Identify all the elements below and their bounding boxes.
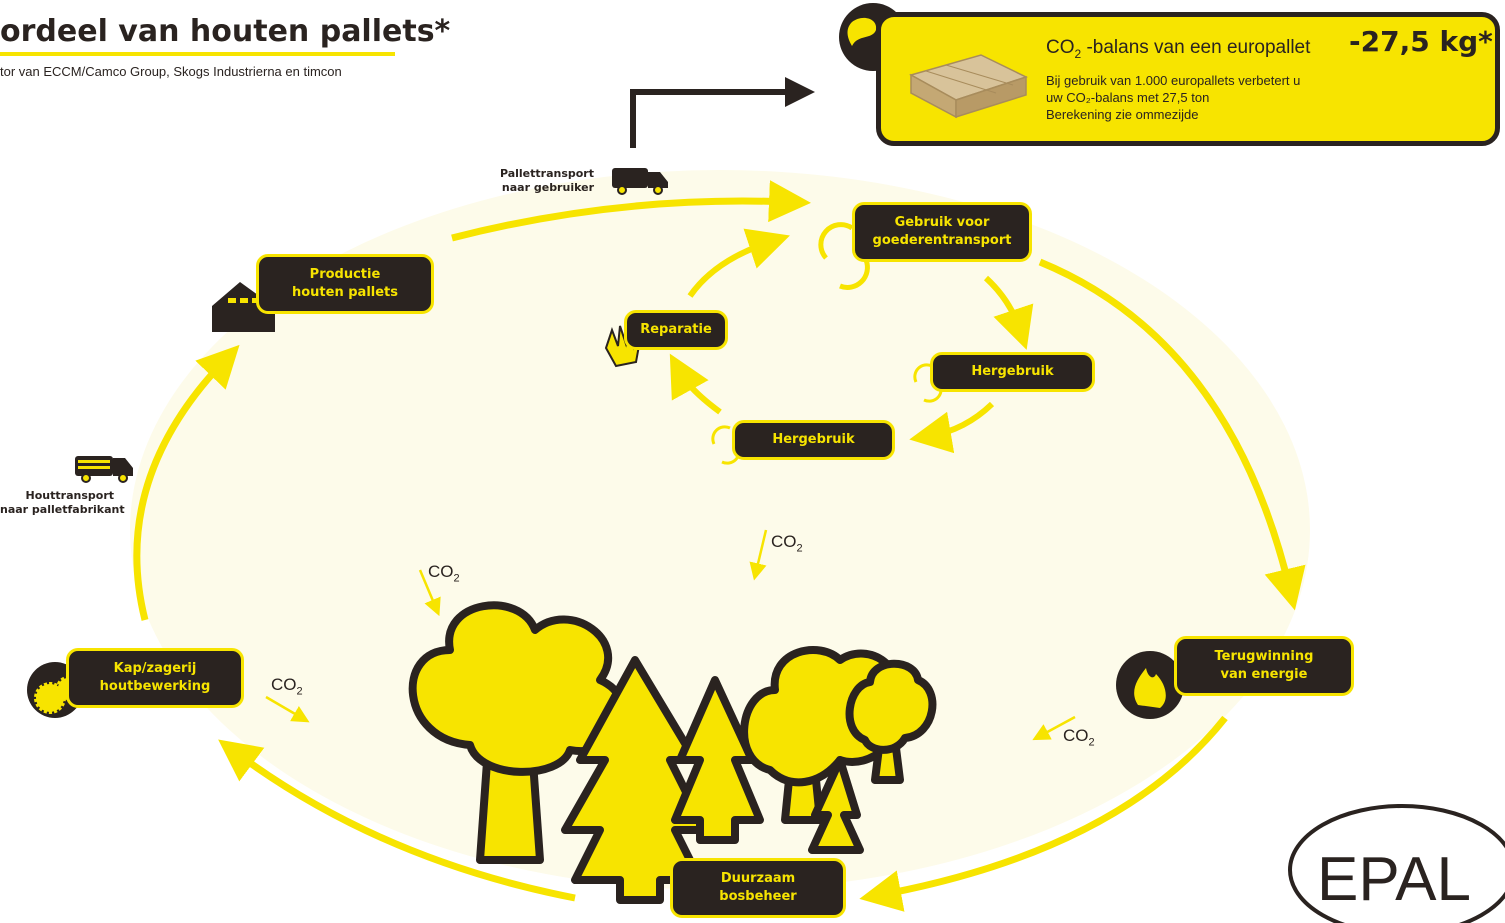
co2-text-2: CO: [771, 532, 797, 551]
label-houttransport-line2: naar palletfabrikant: [0, 503, 125, 516]
arrow-to-use: [451, 180, 811, 242]
co2-arrow-2: [749, 529, 768, 581]
arrow-repair-to-use: [687, 228, 790, 298]
node-terugwinning-line2: van energie: [1220, 667, 1308, 682]
co2-label-3: CO2: [271, 675, 303, 697]
node-kap-line2: houtbewerking: [99, 679, 211, 694]
arrow-to-repair: [669, 353, 722, 415]
node-productie-line1: Productie: [309, 267, 381, 282]
epal-logo: EPAL: [1288, 804, 1505, 923]
node-kap-line1: Kap/zagerij: [113, 661, 197, 676]
label-houttransport: Houttransport naar palletfabrikant: [0, 489, 125, 517]
node-hergebruik-2-line1: Hergebruik: [772, 432, 855, 447]
co2-text-3: CO: [271, 675, 297, 694]
node-terugwinning-line1: Terugwinning: [1214, 649, 1314, 664]
co2-text-1: CO: [428, 562, 454, 581]
node-hergebruik-1-line1: Hergebruik: [971, 364, 1054, 379]
node-bosbeheer-line1: Duurzaam: [720, 871, 796, 886]
co2-label: CO: [1046, 37, 1075, 58]
recycle-icon-use: [818, 222, 870, 290]
fire-icon: [1116, 651, 1184, 719]
node-gebruik-line2: goederentransport: [872, 233, 1012, 248]
arrow-to-reuse-1: [983, 275, 1034, 350]
europallet-image: [909, 54, 1028, 119]
co2-subscript: 2: [1074, 46, 1082, 61]
label-pallettransport-line2: naar gebruiker: [501, 181, 594, 194]
arrow-to-production: [133, 344, 240, 621]
co2-balance-box: CO2 -balans van een europallet -27,5 kg*…: [876, 12, 1500, 146]
node-reparatie: Reparatie: [624, 310, 728, 350]
description-line-3: Berekening zie ommezijde: [1046, 107, 1199, 122]
page-subtitle: tor van ECCM/Camco Group, Skogs Industri…: [0, 64, 342, 79]
node-productie: Productie houten pallets: [256, 254, 434, 314]
co2-balance-description: Bij gebruik van 1.000 europallets verbet…: [1046, 72, 1300, 123]
arrow-to-reuse-2: [909, 401, 995, 454]
forest-illustration: [408, 601, 937, 904]
epal-logo-text: EPAL: [1317, 845, 1471, 914]
co2-balance-value: -27,5 kg*: [1349, 25, 1493, 58]
co2-label-2: CO2: [771, 532, 803, 554]
co2-arrow-4: [1032, 715, 1076, 741]
co2-label-1: CO2: [428, 562, 460, 584]
co2-text-4: CO: [1063, 726, 1089, 745]
node-hergebruik-1: Hergebruik: [930, 352, 1095, 392]
label-pallettransport: Pallettransport naar gebruiker: [480, 167, 594, 195]
description-line-2: uw CO₂-balans met 27,5 ton: [1046, 90, 1210, 105]
arrow-to-forest: [859, 715, 1228, 912]
arrow-to-energy: [1038, 258, 1306, 611]
truck-icon-left: [75, 456, 133, 483]
truck-icon-top: [612, 168, 668, 195]
arrow-to-sawmill: [218, 739, 576, 902]
co2-arrow-3: [265, 695, 310, 723]
co2-sub-3: 2: [296, 685, 303, 698]
co2-sub-1: 2: [453, 572, 460, 585]
node-hergebruik-2: Hergebruik: [732, 420, 895, 460]
title-underline: [0, 52, 395, 56]
node-kap-zagerij: Kap/zagerij houtbewerking: [66, 648, 244, 708]
co2-arrow-1: [418, 569, 441, 617]
node-gebruik: Gebruik voor goederentransport: [852, 202, 1032, 262]
node-bosbeheer: Duurzaam bosbeheer: [670, 858, 846, 918]
node-gebruik-line1: Gebruik voor: [894, 215, 990, 230]
co2-sub-4: 2: [1088, 736, 1095, 749]
node-reparatie-line1: Reparatie: [640, 322, 712, 337]
co2-sub-2: 2: [796, 542, 803, 555]
co2-balance-heading: CO2 -balans van een europallet: [1046, 37, 1310, 61]
arrow-to-infobox: [630, 77, 815, 148]
label-houttransport-line1: Houttransport: [25, 489, 114, 502]
node-bosbeheer-line2: bosbeheer: [719, 889, 797, 904]
co2-label-4: CO2: [1063, 726, 1095, 748]
node-terugwinning: Terugwinning van energie: [1174, 636, 1354, 696]
heading-rest: -balans van een europallet: [1081, 37, 1311, 58]
label-pallettransport-line1: Pallettransport: [499, 167, 594, 180]
page-title: ordeel van houten pallets*: [0, 14, 451, 49]
description-line-1: Bij gebruik van 1.000 europallets verbet…: [1046, 73, 1301, 88]
node-productie-line2: houten pallets: [291, 285, 398, 300]
